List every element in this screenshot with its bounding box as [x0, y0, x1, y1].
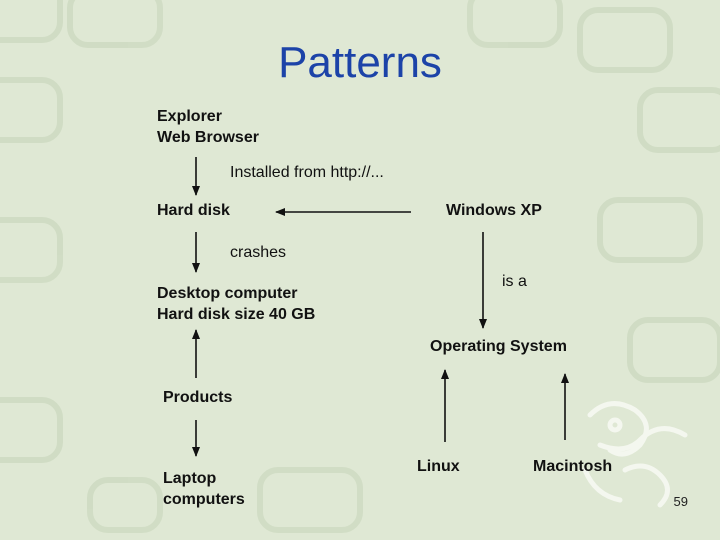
page-number: 59 — [674, 494, 688, 509]
